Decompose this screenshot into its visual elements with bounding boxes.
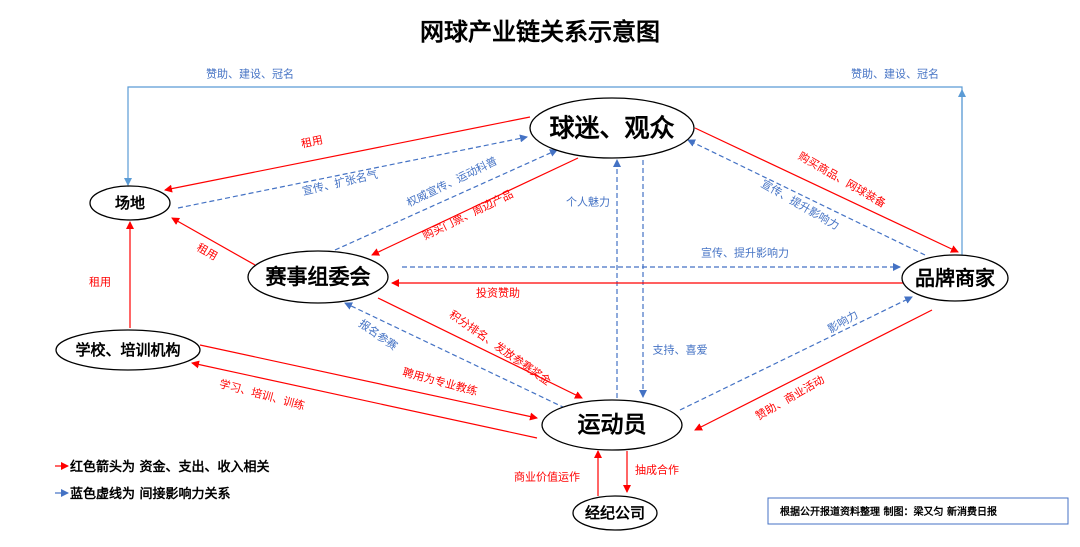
edge-label: 宣传、提升影响力	[759, 177, 842, 233]
node-label: 品牌商家	[915, 266, 996, 290]
edge-committee-to-brand: 宣传、提升影响力	[402, 246, 901, 271]
node-label: 运动员	[578, 412, 647, 438]
influence-arrow	[334, 149, 558, 251]
edge-label: 聘用为专业教练	[401, 365, 479, 398]
money-arrow	[694, 309, 933, 431]
edge-label: 影响力	[825, 308, 860, 336]
diagram-title: 网球产业链关系示意图	[420, 18, 660, 46]
edge-brand-to-athlete: 赞助、商业活动	[694, 309, 933, 431]
edge-committee-to-fans: 权威宣传、运动科普	[334, 149, 558, 251]
sponsor-label-right: 赞助、建设、冠名	[851, 67, 939, 81]
sponsor-connector: 赞助、建设、冠名 赞助、建设、冠名	[124, 67, 966, 255]
edge-label: 商业价值运作	[514, 470, 580, 484]
edge-athlete-to-agency: 抽成合作	[623, 451, 679, 493]
node-fans[interactable]: 球迷、观众	[529, 97, 695, 159]
influence-arrow	[177, 134, 528, 209]
money-arrow	[191, 360, 538, 439]
sponsor-line-to-venue	[124, 86, 963, 255]
money-arrow	[199, 344, 538, 421]
legend: 红色箭头为 资金、支出、收入相关 蓝色虚线为 间接影响力关系	[55, 459, 270, 502]
edge-fans-to-brand: 购买商品、网球装备	[694, 127, 959, 253]
node-label: 经纪公司	[585, 504, 645, 522]
edge-label: 赞助、商业活动	[753, 372, 827, 423]
money-arrow	[694, 127, 959, 253]
node-label: 学校、培训机构	[75, 341, 180, 359]
edge-school-to-venue: 租用	[89, 221, 134, 328]
edge-label: 学习、培训、训练	[218, 376, 307, 412]
edge-label: 积分排名、发放参赛奖金	[447, 307, 554, 388]
edge-label: 宣传、提升影响力	[701, 246, 789, 260]
edge-label: 投资赞助	[476, 286, 520, 300]
influence-arrow	[344, 302, 566, 409]
edge-athlete-to-fans: 个人魅力	[566, 159, 621, 398]
edge-label: 报名参赛	[356, 316, 400, 353]
node-label: 球迷、观众	[549, 114, 674, 143]
edge-label: 支持、喜爱	[653, 343, 708, 357]
node-venue[interactable]: 场地	[89, 185, 171, 221]
node-label: 场地	[115, 194, 145, 212]
credit-text: 根据公开报道资料整理 制图：梁又匀 新消费日报	[780, 505, 997, 518]
edge-fans-to-athlete: 支持、喜爱	[639, 160, 708, 398]
money-arrow	[377, 297, 583, 399]
credit-box: 根据公开报道资料整理 制图：梁又匀 新消费日报	[767, 497, 1069, 525]
node-agency[interactable]: 经纪公司	[572, 495, 658, 531]
node-committee[interactable]: 赛事组委会	[247, 250, 389, 304]
edge-label: 购买商品、网球装备	[796, 149, 889, 211]
node-athlete[interactable]: 运动员	[541, 399, 683, 451]
edge-label: 个人魅力	[566, 195, 610, 209]
edge-label: 租用	[89, 276, 111, 289]
influence-arrow	[679, 296, 913, 411]
edge-school-to-athlete: 聘用为专业教练	[199, 344, 538, 421]
edge-fans-to-venue: 租用	[164, 116, 531, 193]
node-brand[interactable]: 品牌商家	[901, 254, 1009, 302]
edge-agency-to-athlete: 商业价值运作	[514, 450, 602, 496]
node-label: 赛事组委会	[265, 265, 371, 289]
sponsor-label-left: 赞助、建设、冠名	[206, 67, 294, 81]
node-school[interactable]: 学校、培训机构	[55, 329, 201, 371]
edges: 租用宣传、扩张名气权威宣传、运动科普购买门票、周边产品个人魅力支持、喜爱租用宣传…	[89, 116, 959, 496]
edge-label: 租用	[300, 133, 324, 150]
money-arrow	[371, 157, 579, 256]
edge-brand-to-committee: 投资赞助	[391, 279, 903, 300]
edge-athlete-to-school: 学习、培训、训练	[191, 360, 538, 439]
edge-committee-to-venue: 租用	[171, 217, 256, 266]
edge-committee-to-athlete: 积分排名、发放参赛奖金	[377, 297, 583, 399]
edge-label: 抽成合作	[635, 463, 679, 477]
legend-red-text: 红色箭头为 资金、支出、收入相关	[70, 459, 270, 475]
edge-label: 宣传、扩张名气	[301, 167, 379, 198]
money-arrow	[164, 116, 531, 193]
legend-blue-text: 蓝色虚线为 间接影响力关系	[70, 486, 231, 502]
edge-label: 租用	[194, 241, 220, 263]
money-arrow	[171, 217, 256, 266]
influence-arrow	[687, 139, 926, 256]
